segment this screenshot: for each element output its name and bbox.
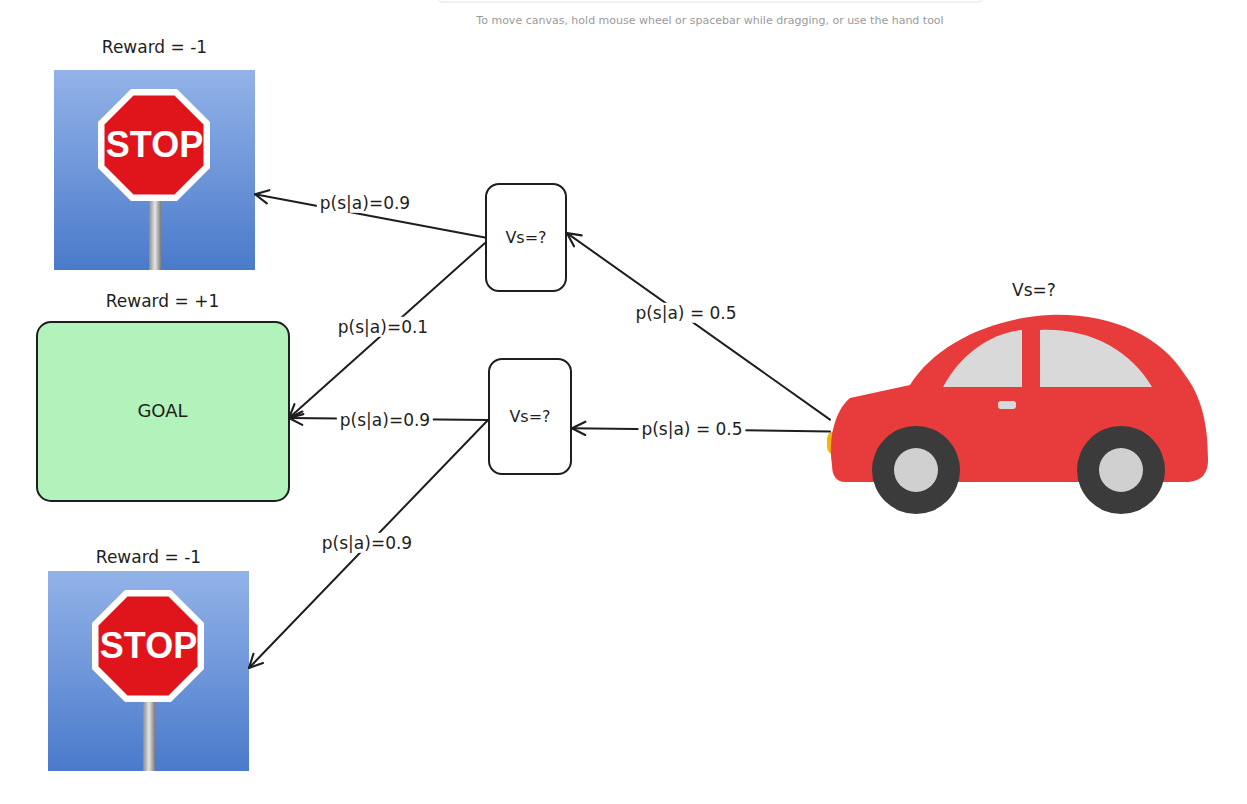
goal-node: Reward = +1 GOAL [36,291,289,501]
arrow-connector [289,243,485,418]
node-heading: Reward = -1 [102,37,207,57]
probability-label: p(s|a)=0.9 [337,410,433,430]
state-box: Vs=? [488,358,572,475]
node-text: Vs=? [505,228,546,247]
arrow-connector [567,233,830,419]
arrow-connector [249,420,488,668]
goal-box [37,322,289,501]
probability-label: p(s|a)=0.1 [335,317,431,337]
state-box: Vs=? [485,183,567,292]
stop-sign [48,571,249,771]
node-heading: Vs=? [1012,280,1056,300]
stop-sign [54,70,255,270]
node-heading: Reward = +1 [106,291,219,311]
car [827,315,1208,514]
sign-text: STOP [100,624,197,667]
stop-sign-node: Reward = -1 STOP [54,37,255,270]
probability-label: p(s|a)=0.9 [317,193,413,213]
canvas-toolbar [437,0,983,2]
sign-text: STOP [106,123,203,166]
probability-label: p(s|a) = 0.5 [632,303,739,323]
node-heading: Reward = -1 [96,547,201,567]
canvas-hint: To move canvas, hold mouse wheel or spac… [476,14,943,27]
probability-label: p(s|a)=0.9 [319,533,415,553]
car-node: Vs=? [830,278,1208,514]
node-text: Vs=? [509,407,550,426]
probability-label: p(s|a) = 0.5 [638,419,745,439]
stop-sign-node: Reward = -1 STOP [48,547,249,771]
node-text: GOAL [137,400,187,422]
